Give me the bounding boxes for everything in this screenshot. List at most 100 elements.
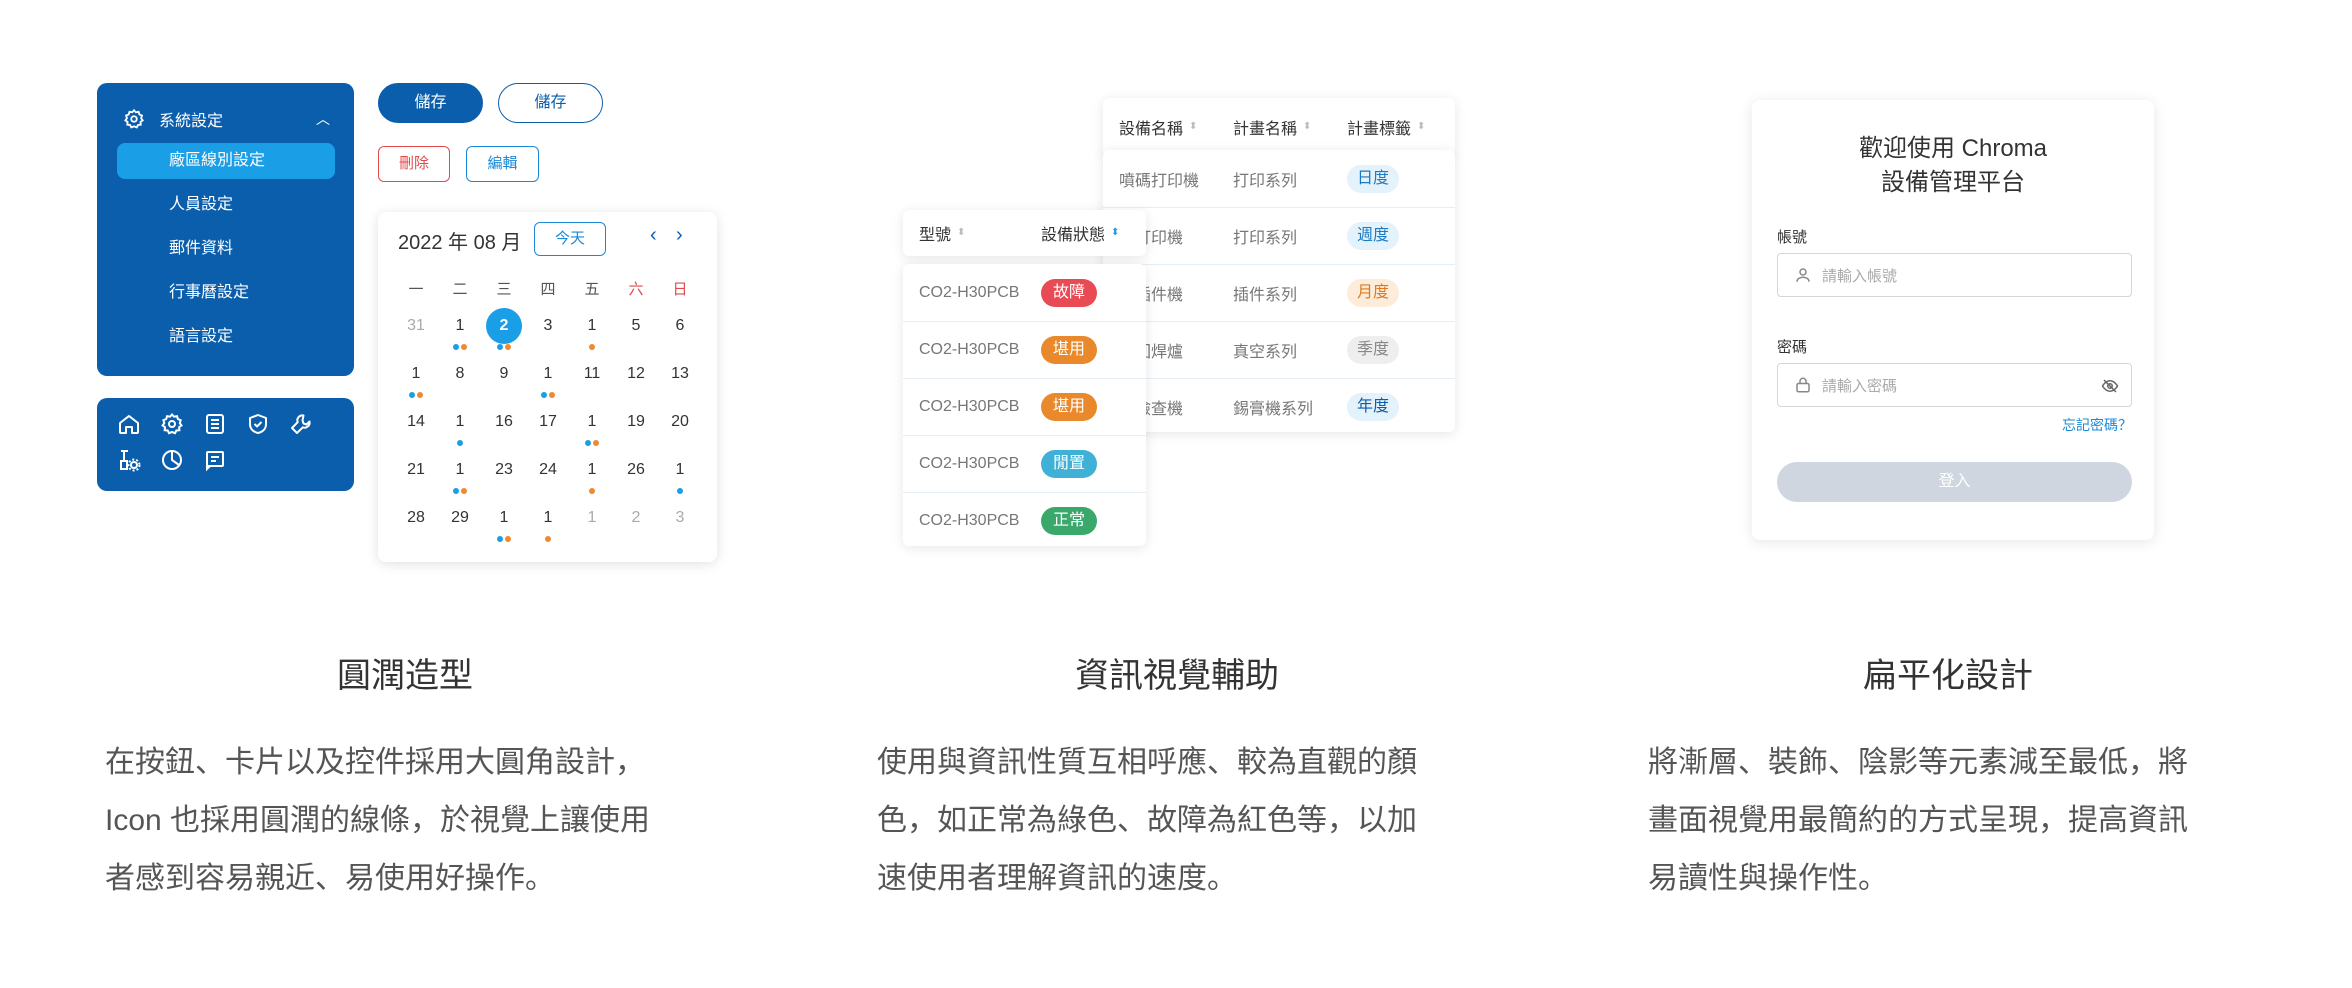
sort-icon: ⬍	[1189, 121, 1198, 132]
event-dot-orange	[461, 488, 467, 494]
calendar-day[interactable]: 16	[495, 413, 513, 430]
password-field[interactable]: 請輸入密碼	[1777, 363, 2132, 407]
calendar-day[interactable]: 3	[675, 509, 685, 526]
cell-model: CO2-H30PCB	[919, 283, 1020, 301]
edit-button[interactable]: 編輯	[466, 146, 539, 182]
save-button-outline[interactable]: 儲存	[498, 83, 603, 123]
forgot-password-link[interactable]: 忘記密碼？	[2062, 417, 2132, 433]
sidebar-header-system-settings[interactable]: 系統設定 ︿	[117, 103, 334, 135]
calendar-day[interactable]: 5	[631, 317, 641, 334]
eye-off-icon[interactable]	[2101, 377, 2119, 395]
table-row[interactable]: 噴碼打印機打印系列日度	[1103, 150, 1455, 207]
table-row[interactable]: 膏檢查機錫膏機系列年度	[1103, 378, 1455, 435]
calendar-day[interactable]: 1	[543, 509, 553, 526]
column-header-plan-name[interactable]: 計畫名稱⬍	[1233, 115, 1347, 139]
sidebar-item-personnel[interactable]: 人員設定	[169, 196, 234, 213]
calendar-day[interactable]: 1	[543, 365, 553, 382]
calendar-day[interactable]: 29	[451, 509, 469, 526]
chevron-right-icon[interactable]: ›	[676, 224, 683, 246]
calendar-day[interactable]: 19	[627, 413, 645, 430]
calendar-day[interactable]: 14	[407, 413, 425, 430]
calendar-day[interactable]: 11	[583, 365, 601, 382]
calendar-day[interactable]: 31	[407, 317, 425, 334]
weekday-header: 二	[452, 281, 468, 298]
account-field[interactable]: 請輸入帳號	[1777, 253, 2132, 297]
column-header-model[interactable]: 型號⬍	[919, 221, 1041, 245]
calendar-day[interactable]: 1	[455, 317, 465, 334]
calendar-day[interactable]: 1	[587, 317, 597, 334]
calendar-day[interactable]: 1	[587, 509, 597, 526]
calendar-day[interactable]: 13	[671, 365, 689, 382]
chevron-left-icon[interactable]: ‹	[650, 224, 657, 246]
calendar-day[interactable]: 21	[407, 461, 425, 478]
calendar-day[interactable]: 1	[455, 413, 465, 430]
caption-title-visual-aid: 資訊視覺輔助	[1075, 657, 1279, 695]
event-dot-orange	[505, 344, 511, 350]
calendar-day[interactable]: 8	[455, 365, 465, 382]
password-placeholder: 請輸入密碼	[1822, 377, 1898, 395]
cell-status: 閒置	[1041, 450, 1098, 478]
calendar-day[interactable]: 24	[539, 461, 557, 478]
sidebar-item-language[interactable]: 語言設定	[169, 328, 234, 345]
calendar-day[interactable]: 1	[587, 461, 597, 478]
chevron-up-icon[interactable]: ︿	[316, 111, 330, 127]
today-button[interactable]: 今天	[534, 222, 606, 256]
sidebar-item-calendar[interactable]: 行事曆設定	[169, 284, 250, 301]
delete-button[interactable]: 刪除	[378, 146, 450, 182]
equipment-settings-icon[interactable]	[117, 448, 141, 472]
message-icon[interactable]	[203, 448, 227, 472]
calendar-day[interactable]: 12	[627, 365, 645, 382]
event-dot-blue	[453, 488, 459, 494]
calendar-day[interactable]: 26	[627, 461, 645, 478]
sort-ascending-icon: ⬍	[1111, 227, 1120, 238]
calendar-day[interactable]: 1	[455, 461, 465, 478]
calendar-day[interactable]: 20	[671, 413, 689, 430]
calendar-day[interactable]: 1	[499, 509, 509, 526]
calendar-day[interactable]: 1	[587, 413, 597, 430]
pie-chart-icon[interactable]	[160, 448, 184, 472]
sidebar-item-factory-line[interactable]: 廠區線別設定	[117, 143, 335, 179]
cell-plan-name: 打印系列	[1233, 230, 1298, 247]
calendar-day[interactable]: 6	[675, 317, 685, 334]
event-dot-orange	[417, 392, 423, 398]
table-row[interactable]: 空回焊爐真空系列季度	[1103, 321, 1455, 378]
sidebar-item-mail[interactable]: 郵件資料	[169, 240, 234, 257]
weekday-header: 一	[408, 281, 424, 298]
event-dot-blue	[497, 536, 503, 542]
event-dot-orange	[589, 344, 595, 350]
save-button-solid[interactable]: 儲存	[378, 83, 483, 123]
calendar-day[interactable]: 2	[631, 509, 641, 526]
calendar-day[interactable]: 3	[543, 317, 553, 334]
table-row[interactable]: 碼打印機打印系列週度	[1103, 207, 1455, 264]
cell-equipment-name: 噴碼打印機	[1119, 172, 1200, 190]
calendar-day[interactable]: 9	[499, 365, 509, 382]
calendar-day[interactable]: 17	[539, 413, 557, 430]
column-header-equipment-status[interactable]: 設備狀態⬍	[1041, 221, 1119, 245]
table-row[interactable]: 式插件機插件系列月度	[1103, 264, 1455, 321]
wrench-icon[interactable]	[289, 412, 313, 436]
plan-tag-badge: 月度	[1347, 279, 1400, 307]
column-header-plan-tag[interactable]: 計畫標籤⬍	[1347, 115, 1425, 139]
list-icon[interactable]	[203, 412, 227, 436]
caption-line: 將漸層、裝飾、陰影等元素減至最低，將	[1648, 746, 2188, 779]
home-icon[interactable]	[117, 412, 141, 436]
icon-toolbar	[97, 398, 354, 491]
shield-check-icon[interactable]	[246, 412, 270, 436]
event-dot-blue	[457, 440, 463, 446]
calendar-day[interactable]: 28	[407, 509, 425, 526]
login-button[interactable]: 登入	[1777, 462, 2132, 502]
calendar-day[interactable]: 23	[495, 461, 513, 478]
calendar-day-selected[interactable]: 2	[486, 308, 522, 344]
cell-model: CO2-H30PCB	[919, 398, 1020, 415]
gear-icon[interactable]	[160, 412, 184, 436]
calendar-day[interactable]: 1	[675, 461, 685, 478]
column-header-equipment-name[interactable]: 設備名稱⬍	[1119, 115, 1233, 139]
calendar-day[interactable]: 1	[411, 365, 421, 382]
caption-title-rounded: 圓潤造型	[337, 657, 473, 695]
